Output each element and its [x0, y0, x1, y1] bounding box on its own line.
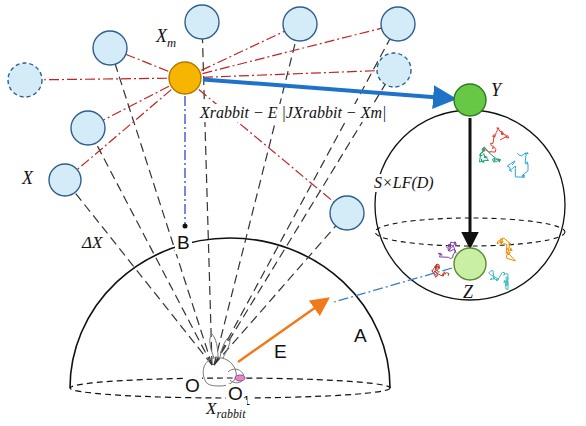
hemisphere: [70, 238, 390, 388]
position-y: Y: [453, 83, 487, 117]
vertical-line: [184, 96, 185, 224]
walk-stroke: [432, 264, 449, 277]
point-dot: [183, 224, 188, 229]
figure-label: B: [175, 233, 192, 254]
position-z: Z: [453, 247, 487, 281]
figure-label: A: [352, 326, 369, 347]
figure-label: E: [272, 342, 289, 363]
node-label: Y: [491, 81, 501, 101]
circle-outline: [453, 247, 487, 281]
walk-stroke: [497, 238, 515, 261]
circle-outline: [48, 163, 82, 197]
walk-stroke: [489, 270, 508, 289]
dashed-rays: [65, 22, 398, 365]
figure-label: Xrabbit: [204, 400, 247, 421]
walk-stroke: [484, 128, 509, 152]
arrow-connector: [469, 118, 472, 245]
node-label: Xm: [156, 27, 176, 50]
figure-label: O: [183, 376, 202, 397]
circle-outline: [453, 83, 487, 117]
return-line: [334, 268, 452, 302]
walk-stroke: [507, 153, 528, 177]
circle-outline: [168, 61, 202, 95]
red-rays: [25, 24, 398, 213]
walk-stroke: [438, 242, 456, 259]
energy-arrow: [238, 300, 326, 362]
arrow-connector: [203, 79, 451, 98]
rabbit: [203, 334, 245, 386]
hawk-circles: [8, 5, 415, 230]
walk-stroke: [480, 147, 501, 162]
leader-hawk: Xm: [168, 61, 202, 95]
hawk-circle: X: [48, 163, 82, 197]
figure-label: ΔX: [80, 234, 104, 253]
edge-label: Xrabbit − E |JXrabbit − Xm|: [198, 104, 388, 122]
node-label: X: [22, 169, 33, 189]
node-label: Z: [463, 283, 473, 303]
edge-label: S×LF(D): [372, 174, 436, 192]
sphere: [375, 110, 565, 300]
levy-walks: [432, 128, 528, 289]
